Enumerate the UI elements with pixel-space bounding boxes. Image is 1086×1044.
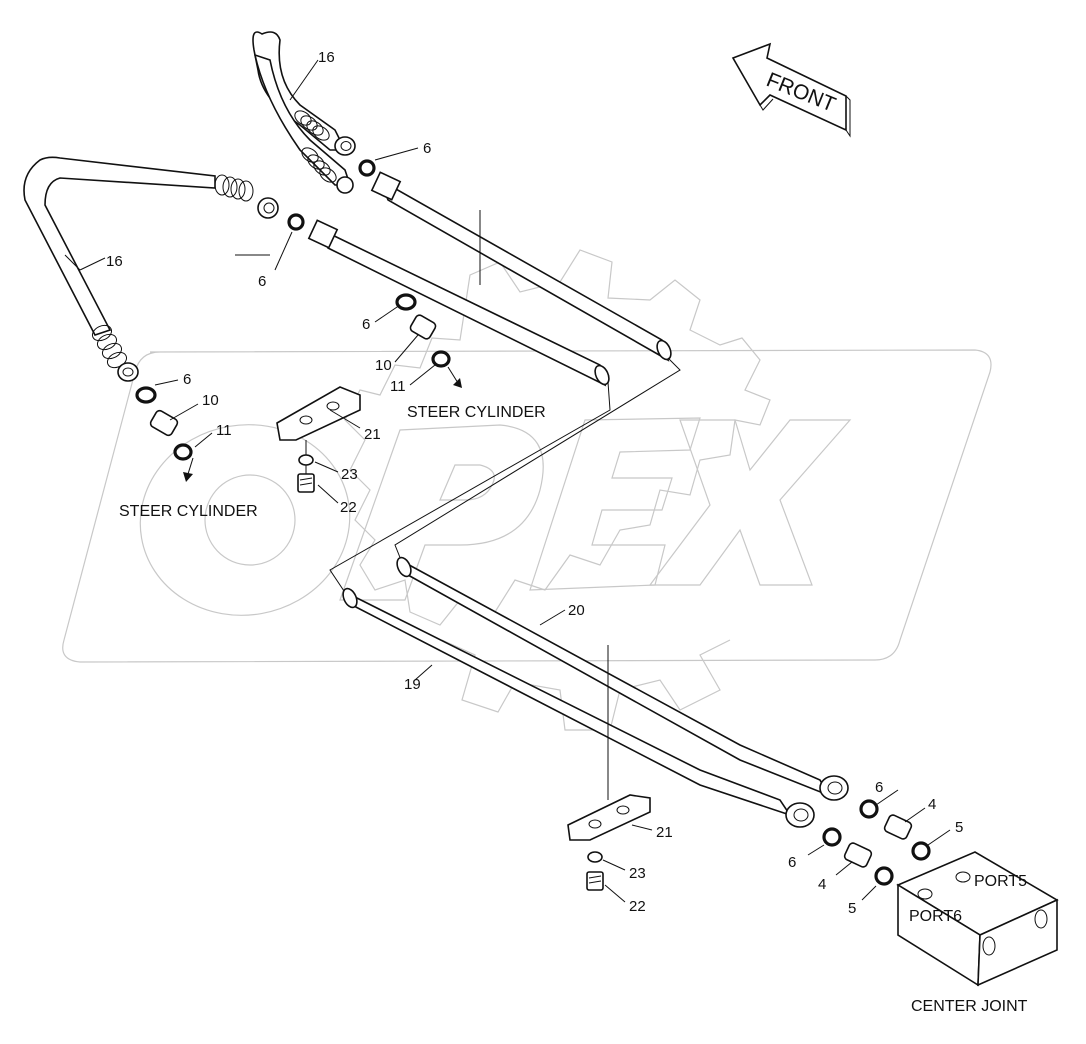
oring-icon <box>395 293 417 311</box>
oring-icon <box>911 841 931 861</box>
callout-5: 5 <box>848 900 856 917</box>
callout-23: 23 <box>341 466 358 483</box>
adaptor-icon <box>149 409 179 437</box>
callout-6: 6 <box>875 779 883 796</box>
steel-tubes-lower <box>342 556 849 828</box>
oring-icon <box>874 866 894 886</box>
callout-10: 10 <box>375 357 392 374</box>
port5-label: PORT5 <box>974 873 1027 890</box>
oring-icon <box>173 443 193 461</box>
callout-11: 11 <box>390 378 406 395</box>
center-joint-label: CENTER JOINT <box>911 998 1028 1015</box>
callout-16-top: 16 <box>318 49 335 66</box>
callout-6: 6 <box>258 273 266 290</box>
callout-6: 6 <box>788 854 796 871</box>
port6-label: PORT6 <box>909 908 962 925</box>
oring-icon <box>431 350 451 368</box>
callout-21: 21 <box>364 426 381 443</box>
callout-22: 22 <box>629 898 646 915</box>
oring-icon <box>859 799 879 819</box>
callout-10: 10 <box>202 392 219 409</box>
hose-16-left <box>23 156 279 382</box>
fittings-upper <box>135 159 462 493</box>
leader-lines <box>64 59 951 903</box>
text-labels: STEER CYLINDER STEER CYLINDER PORT5 PORT… <box>119 404 1028 1015</box>
steer-cylinder-label: STEER CYLINDER <box>407 404 546 421</box>
opex-watermark <box>62 249 992 731</box>
steel-tubes-upper <box>307 171 681 601</box>
fittings-lower <box>567 794 931 891</box>
oring-icon <box>358 159 376 177</box>
callout-11: 11 <box>216 422 232 439</box>
steer-cylinder-label: STEER CYLINDER <box>119 503 258 520</box>
callout-20: 20 <box>568 602 585 619</box>
hose-16-top <box>252 31 356 194</box>
callout-6: 6 <box>183 371 191 388</box>
callout-numbers: 16 16 6 6 6 6 6 6 10 10 11 11 21 21 23 2… <box>106 49 963 917</box>
oring-icon <box>822 827 842 847</box>
callout-22: 22 <box>340 499 357 516</box>
callout-4: 4 <box>818 876 826 893</box>
oring-icon <box>135 386 157 404</box>
adaptor-icon <box>843 842 873 868</box>
callout-6: 6 <box>423 140 431 157</box>
oring-icon <box>287 213 305 231</box>
callout-16-left: 16 <box>106 253 123 270</box>
callout-4: 4 <box>928 796 936 813</box>
callout-5: 5 <box>955 819 963 836</box>
callout-21: 21 <box>656 824 673 841</box>
callout-6: 6 <box>362 316 370 333</box>
front-arrow-icon: FRONT <box>731 42 851 138</box>
callout-19: 19 <box>404 676 421 693</box>
callout-23: 23 <box>629 865 646 882</box>
center-joint-block <box>896 851 1059 987</box>
adaptor-icon <box>409 314 437 340</box>
adaptor-icon <box>883 814 913 840</box>
